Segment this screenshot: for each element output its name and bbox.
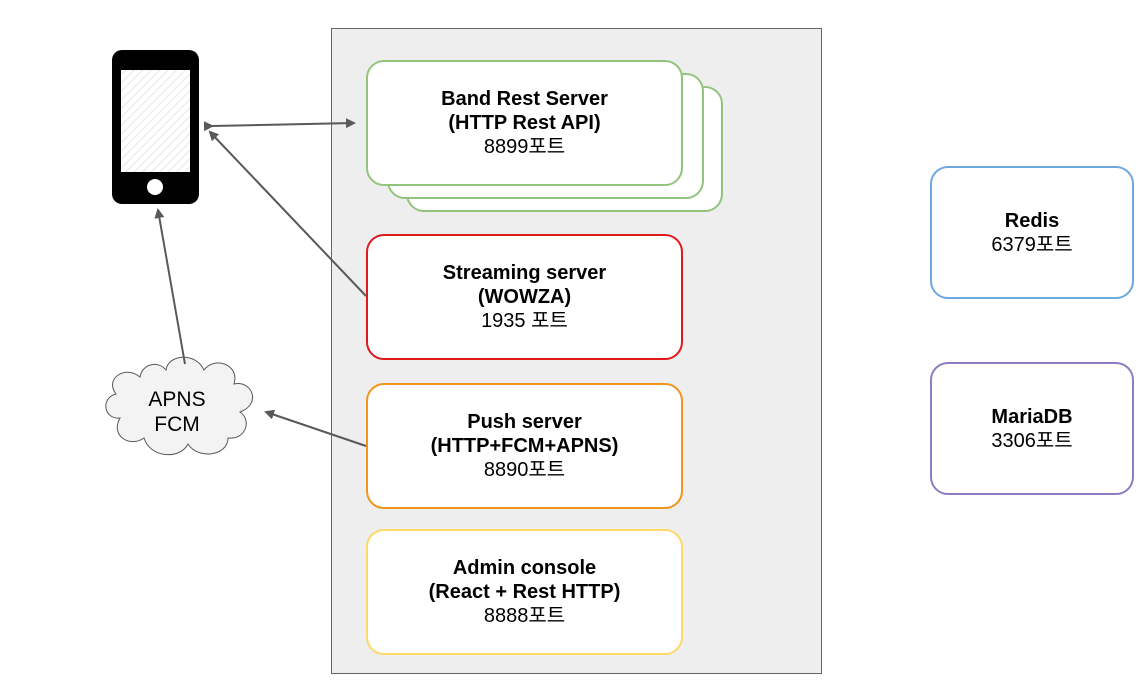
admin-console-box: Admin console (React + Rest HTTP) 8888포트: [366, 529, 683, 655]
arrow-push-cloud: [264, 409, 367, 447]
arrow-phone-band: [203, 118, 356, 132]
streaming-server-port: 1935 포트: [481, 310, 568, 332]
band-server-port: 8899포트: [483, 136, 566, 158]
arrow-cloud-phone: [154, 208, 186, 365]
cloud-icon: [105, 356, 253, 456]
band-rest-server-box: Band Rest Server (HTTP Rest API) 8899포트: [366, 60, 683, 186]
redis-box: Redis 6379포트: [930, 166, 1134, 299]
mariadb-title: MariaDB: [991, 405, 1073, 428]
admin-console-port: 8888포트: [483, 605, 566, 627]
push-server-port: 8890포트: [483, 459, 566, 481]
band-server-subtitle: (HTTP Rest API): [448, 112, 601, 134]
smartphone-icon: [112, 50, 199, 204]
push-server-title: Push server: [467, 411, 582, 433]
arrow-streaming-phone: [208, 130, 367, 297]
mariadb-port: 3306포트: [991, 429, 1073, 452]
redis-port: 6379포트: [991, 233, 1073, 256]
push-server-subtitle: (HTTP+FCM+APNS): [430, 435, 619, 457]
cloud-label-apns: APNS: [148, 388, 206, 411]
streaming-server-subtitle: (WOWZA): [477, 286, 572, 308]
cloud-label: APNS FCM: [112, 376, 242, 448]
push-server-box: Push server (HTTP+FCM+APNS) 8890포트: [366, 383, 683, 509]
mariadb-box: MariaDB 3306포트: [930, 362, 1134, 495]
redis-title: Redis: [1004, 209, 1060, 232]
cloud-label-fcm: FCM: [154, 413, 200, 436]
streaming-server-box: Streaming server (WOWZA) 1935 포트: [366, 234, 683, 360]
admin-console-subtitle: (React + Rest HTTP): [428, 581, 621, 603]
band-server-title: Band Rest Server: [441, 88, 608, 110]
streaming-server-title: Streaming server: [442, 262, 607, 284]
admin-console-title: Admin console: [452, 557, 597, 579]
